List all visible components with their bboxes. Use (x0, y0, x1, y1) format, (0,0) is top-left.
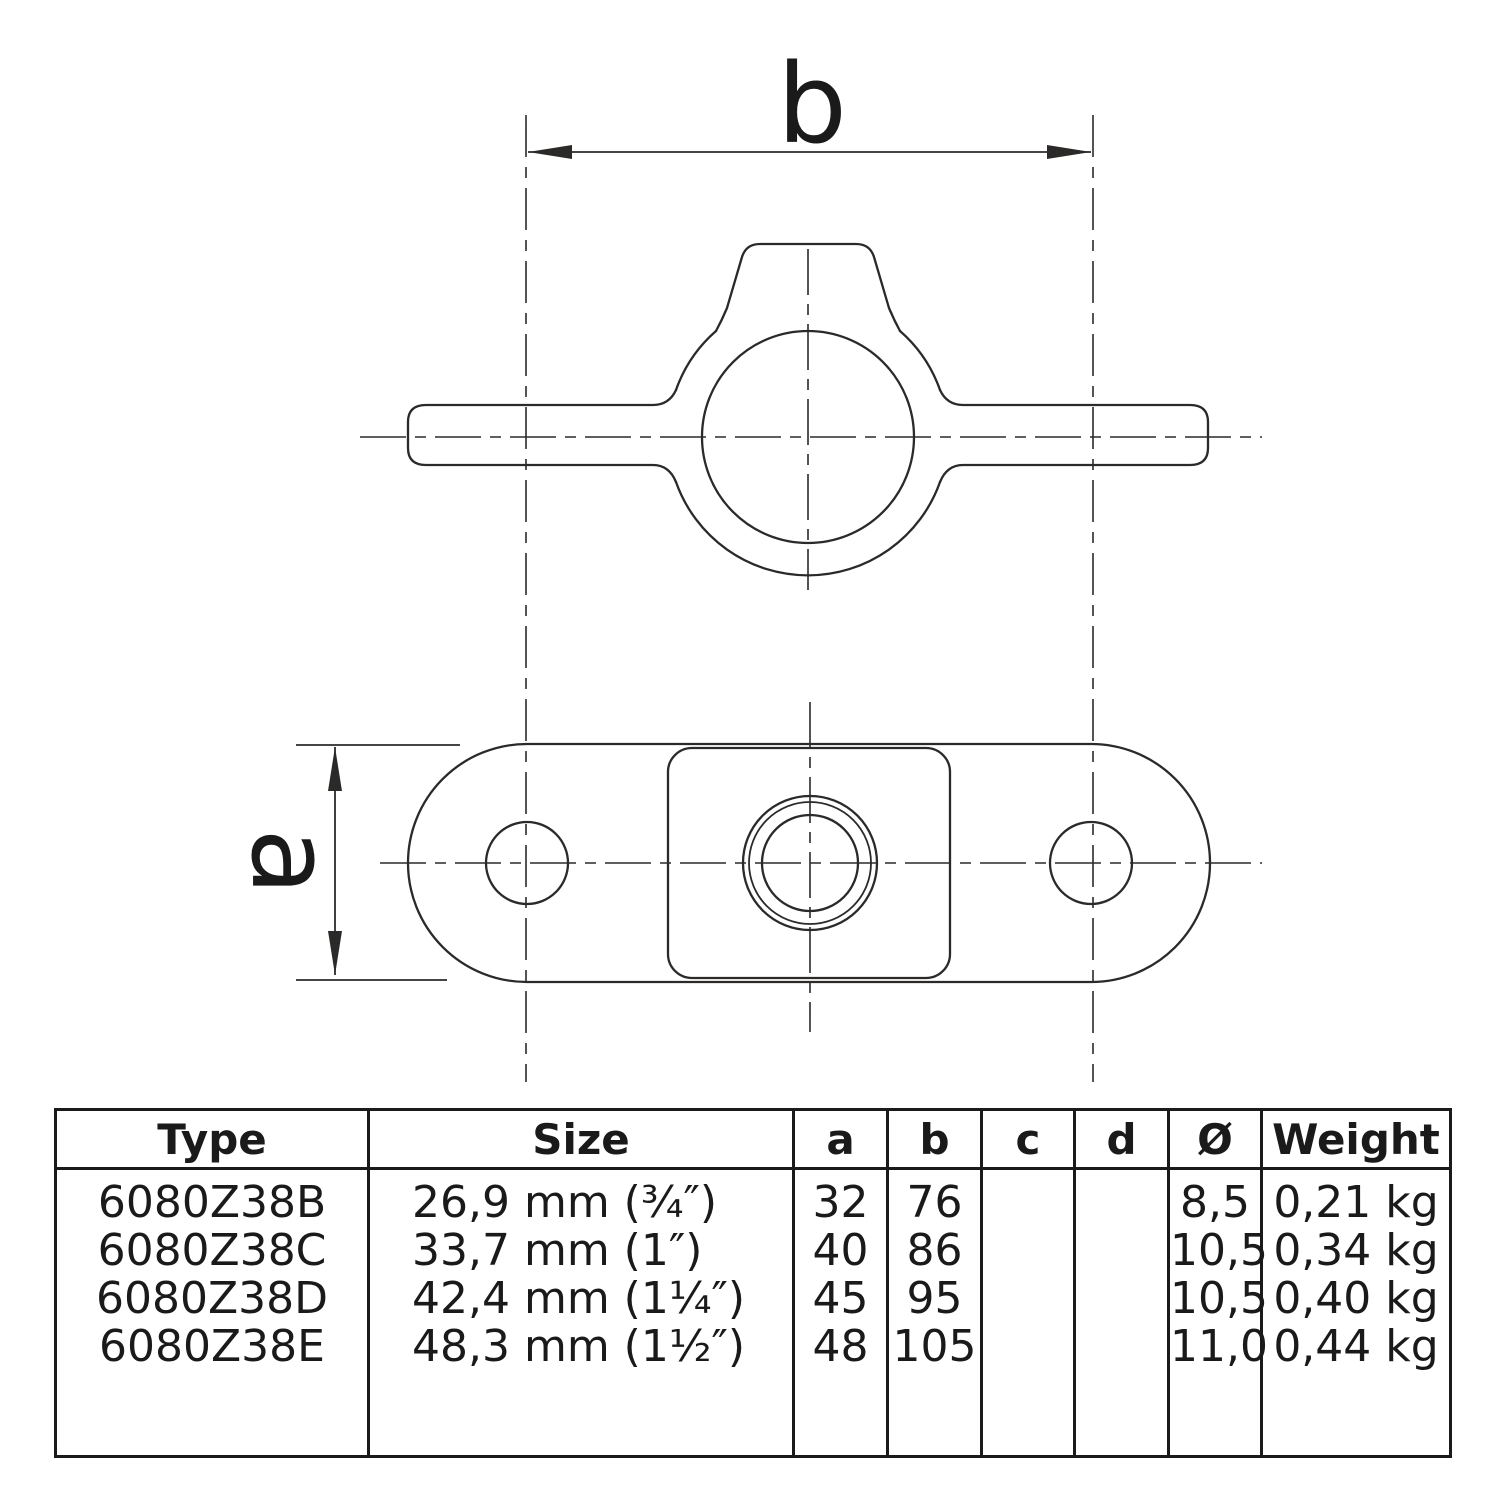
mounting-hole-left (484, 820, 570, 906)
dimension-a: a (227, 744, 460, 981)
ring-outer-arc-bottom (674, 480, 942, 577)
size-value: 42,4 mm (1¼″) (412, 1273, 746, 1324)
base-plate-outline (406, 742, 1212, 984)
column-weight: 0,21 kg 0,34 kg 0,40 kg 0,44 kg (1260, 1167, 1452, 1458)
type-value: 6080Z38B (97, 1177, 327, 1228)
b-value: 95 (906, 1273, 963, 1324)
diameter-value: 11,0 (1170, 1321, 1268, 1372)
header-weight: Weight (1260, 1108, 1452, 1170)
dimension-b: b (528, 40, 1091, 168)
central-boss-outline (666, 746, 952, 980)
table-body-row: 6080Z38B 6080Z38C 6080Z38D 6080Z38E 26,9… (54, 1167, 1452, 1458)
b-value: 76 (906, 1177, 963, 1228)
plan-view (380, 702, 1262, 1032)
weight-value: 0,44 kg (1273, 1321, 1439, 1372)
ring-outer-arc-right (898, 329, 942, 392)
a-value: 32 (812, 1177, 869, 1228)
d-value (1076, 1227, 1167, 1275)
b-value: 86 (906, 1225, 963, 1276)
column-a: 32 40 45 48 (792, 1167, 889, 1458)
header-size: Size (367, 1108, 795, 1170)
d-value (1076, 1179, 1167, 1227)
header-c: c (980, 1108, 1076, 1170)
column-size: 26,9 mm (¾″) 33,7 mm (1″) 42,4 mm (1¼″) … (367, 1167, 795, 1458)
weight-value: 0,40 kg (1273, 1273, 1439, 1324)
ring-outer-arc-left (674, 329, 718, 392)
a-value: 48 (812, 1321, 869, 1372)
dimension-b-label: b (777, 40, 847, 168)
c-value (983, 1179, 1073, 1227)
weight-value: 0,21 kg (1273, 1177, 1439, 1228)
d-value (1076, 1323, 1167, 1371)
header-diameter: Ø (1167, 1108, 1263, 1170)
column-diameter: 8,5 10,5 10,5 11,0 (1167, 1167, 1268, 1458)
left-lug-outline (406, 388, 678, 484)
header-d: d (1073, 1108, 1170, 1170)
diameter-value: 8,5 (1180, 1177, 1250, 1228)
c-value (983, 1227, 1073, 1275)
dimension-b-arrow-left (528, 145, 572, 159)
projection-lines (525, 115, 1094, 1082)
d-value (1076, 1275, 1167, 1323)
ring-bore-circle (700, 329, 916, 545)
diameter-value: 10,5 (1170, 1225, 1268, 1276)
size-value: 48,3 mm (1½″) (412, 1321, 746, 1372)
type-value: 6080Z38D (96, 1273, 328, 1324)
header-a: a (792, 1108, 889, 1170)
c-value (983, 1323, 1073, 1371)
header-type: Type (54, 1108, 370, 1170)
diameter-value: 10,5 (1170, 1273, 1268, 1324)
weight-value: 0,34 kg (1273, 1225, 1439, 1276)
dimension-a-arrow-top (328, 747, 342, 791)
size-value: 26,9 mm (¾″) (412, 1177, 718, 1228)
a-value: 40 (812, 1225, 869, 1276)
right-lug-outline (938, 388, 1210, 484)
c-value (983, 1275, 1073, 1323)
dimension-b-arrow-right (1047, 145, 1091, 159)
a-value: 45 (812, 1273, 869, 1324)
top-boss-outline (714, 242, 902, 333)
dimension-a-arrow-bottom (328, 931, 342, 975)
boss-chamfer-circle (748, 801, 872, 925)
column-d (1073, 1167, 1170, 1458)
header-b: b (886, 1108, 983, 1170)
type-value: 6080Z38C (97, 1225, 327, 1276)
type-value: 6080Z38E (99, 1321, 325, 1372)
dimension-a-label: a (227, 828, 355, 895)
column-c (980, 1167, 1076, 1458)
size-value: 33,7 mm (1″) (412, 1225, 703, 1276)
mounting-hole-right (1048, 820, 1134, 906)
technical-drawing: b (227, 40, 1262, 1082)
boss-bore-circle (760, 813, 860, 913)
column-type: 6080Z38B 6080Z38C 6080Z38D 6080Z38E (54, 1167, 370, 1458)
front-view (360, 242, 1262, 590)
spec-table: Type Size a b c d Ø Weight 6080Z38B 6080… (54, 1108, 1452, 1458)
b-value: 105 (892, 1321, 977, 1372)
column-b: 76 86 95 105 (886, 1167, 983, 1458)
table-header-row: Type Size a b c d Ø Weight (54, 1108, 1452, 1170)
boss-outer-circle (741, 794, 879, 932)
